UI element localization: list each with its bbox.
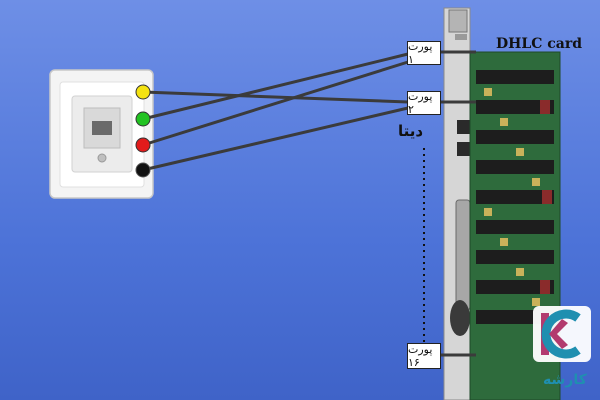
wire-black-to-port-2 <box>142 106 409 172</box>
brand-name-text: کارشه <box>543 372 587 388</box>
dhlc-card <box>443 7 561 400</box>
red-wire-dot <box>135 137 151 153</box>
wall-jack-plate <box>49 69 154 199</box>
wire-red-to-port-1 <box>142 60 409 147</box>
port-1-label: پورت ۱ <box>407 40 441 66</box>
brand-logo <box>533 306 591 362</box>
green-wire-dot <box>135 111 151 127</box>
wire-green-to-port-1 <box>142 52 409 121</box>
wire-color-dots <box>135 84 151 178</box>
dhlc-card-title: DHLC card <box>496 36 582 52</box>
wires <box>142 50 476 357</box>
port-16-label: پورت ۱۶ <box>407 343 441 369</box>
port-2-label: پورت ۲ <box>407 90 441 116</box>
data-label: دیتا <box>398 122 424 140</box>
wire-yellow-to-port-2 <box>142 90 409 104</box>
yellow-wire-dot <box>135 84 151 100</box>
black-wire-dot <box>135 162 151 178</box>
